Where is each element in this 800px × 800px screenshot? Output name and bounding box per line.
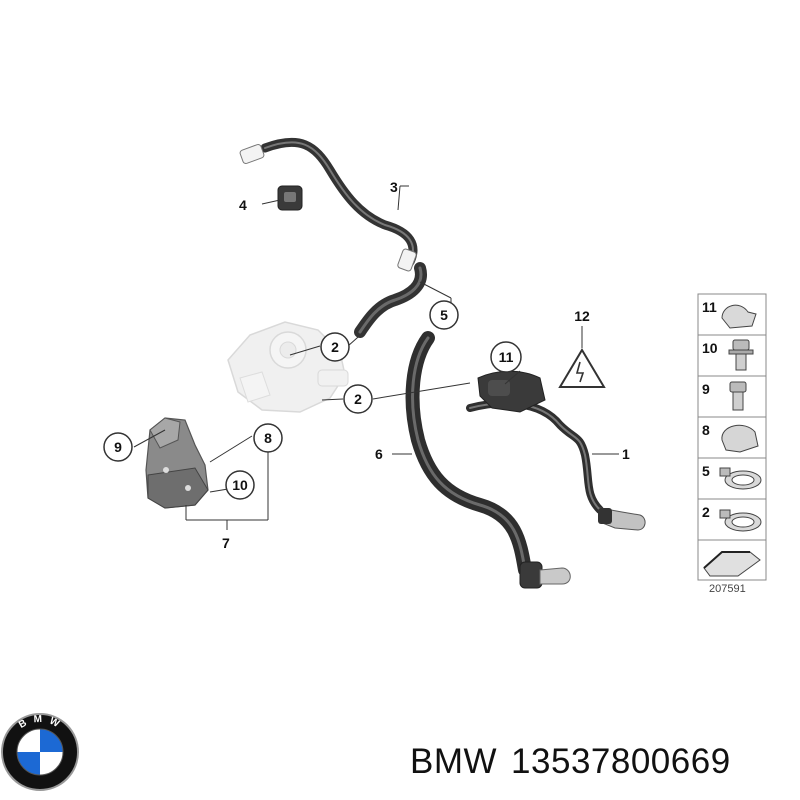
bmw-logo: B M W bbox=[1, 713, 79, 791]
svg-text:3: 3 bbox=[390, 179, 398, 195]
svg-text:5: 5 bbox=[440, 307, 448, 323]
svg-text:7: 7 bbox=[222, 535, 230, 551]
callout-8: 8 bbox=[253, 423, 283, 453]
pump-bracket bbox=[145, 417, 209, 509]
hose-clip-icon bbox=[721, 424, 759, 453]
fuel-hose-6 bbox=[405, 331, 571, 589]
callout-2-upper: 2 bbox=[320, 332, 350, 362]
footer-part-label: BMW 13537800669 bbox=[410, 742, 745, 782]
fuel-hose-3 bbox=[239, 137, 418, 272]
clip-4 bbox=[277, 185, 303, 211]
hose-clamp-icon bbox=[719, 509, 762, 532]
legend-item-hose bbox=[703, 551, 761, 577]
fuel-hose-2-upper bbox=[354, 262, 427, 338]
part-number: 13537800669 bbox=[511, 742, 731, 781]
callout-11: 11 bbox=[490, 341, 522, 373]
svg-text:4: 4 bbox=[239, 197, 247, 213]
svg-text:2: 2 bbox=[702, 504, 710, 520]
svg-text:11: 11 bbox=[499, 349, 514, 365]
svg-text:2: 2 bbox=[331, 339, 339, 355]
callout-6: 6 bbox=[375, 446, 383, 462]
svg-text:8: 8 bbox=[702, 422, 710, 438]
svg-text:12: 12 bbox=[574, 308, 590, 324]
svg-text:9: 9 bbox=[114, 439, 122, 455]
brand-name: BMW bbox=[410, 742, 498, 781]
diagram-number: 207591 bbox=[709, 583, 746, 595]
svg-text:10: 10 bbox=[702, 340, 718, 356]
flange-bolt-icon bbox=[728, 339, 754, 371]
callout-1: 1 bbox=[622, 446, 630, 462]
high-pressure-pump bbox=[227, 321, 349, 413]
svg-text:11: 11 bbox=[702, 299, 717, 315]
callout-5: 5 bbox=[429, 300, 459, 330]
valve-11 bbox=[477, 370, 546, 413]
callout-7: 7 bbox=[222, 535, 230, 551]
callout-10: 10 bbox=[225, 470, 255, 500]
legend-item-9: 9 bbox=[702, 381, 747, 411]
legend-item-8: 8 bbox=[702, 422, 759, 453]
parts-legend: 11 10 9 8 5 bbox=[697, 293, 767, 581]
legend-item-10: 10 bbox=[702, 339, 754, 371]
callout-2-lower: 2 bbox=[343, 384, 373, 414]
warning-triangle-icon bbox=[558, 348, 606, 388]
svg-text:5: 5 bbox=[702, 463, 710, 479]
hose-clamp-icon bbox=[719, 467, 762, 490]
callout-4: 4 bbox=[239, 197, 247, 213]
bolt-icon bbox=[729, 381, 747, 411]
legend-item-2: 2 bbox=[702, 504, 762, 532]
clip-icon bbox=[721, 304, 757, 329]
svg-text:6: 6 bbox=[375, 446, 383, 462]
callout-9: 9 bbox=[103, 432, 133, 462]
svg-text:10: 10 bbox=[232, 477, 248, 493]
callout-3: 3 bbox=[390, 179, 398, 195]
legend-item-11: 11 bbox=[702, 299, 757, 329]
svg-text:8: 8 bbox=[264, 430, 272, 446]
callout-12: 12 bbox=[574, 308, 590, 324]
svg-text:2: 2 bbox=[354, 391, 362, 407]
svg-text:9: 9 bbox=[702, 381, 710, 397]
svg-text:1: 1 bbox=[622, 446, 630, 462]
legend-item-5: 5 bbox=[702, 463, 762, 490]
